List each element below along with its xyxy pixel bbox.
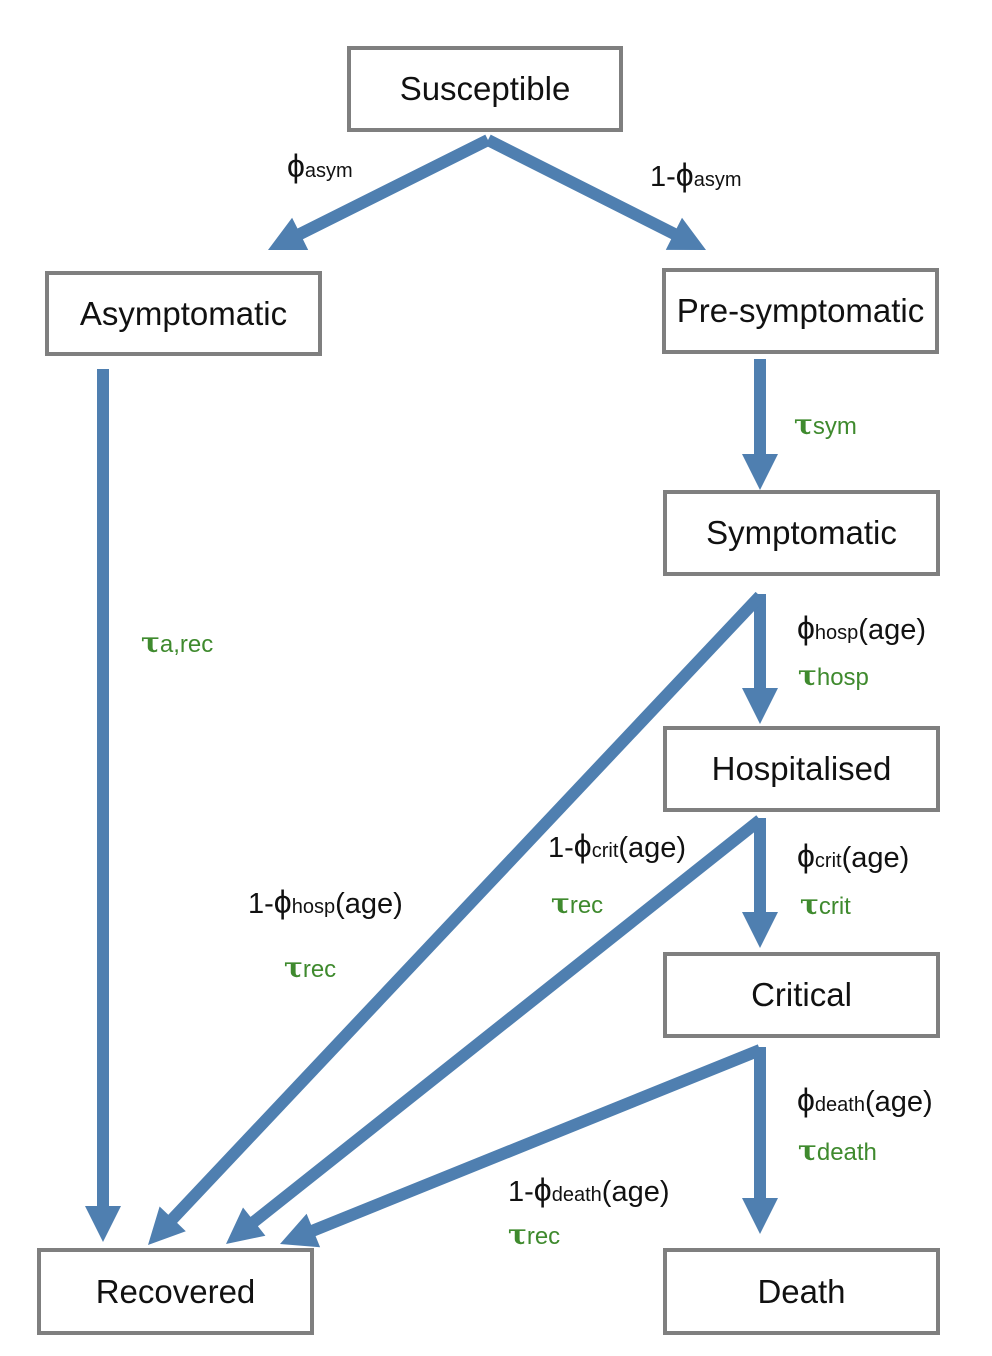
label-presym-to-sym-rate: τsym bbox=[794, 408, 857, 441]
label-sym-to-hosp-rate: τhosp bbox=[798, 659, 869, 692]
label-crit-to-death-prob: ϕdeath(age) bbox=[797, 1082, 933, 1118]
tau-symbol: τ bbox=[551, 887, 570, 920]
label-hosp-to-crit-rate: τcrit bbox=[800, 888, 851, 921]
phi-symbol: ϕ bbox=[675, 157, 694, 193]
phi-symbol: ϕ bbox=[287, 148, 305, 184]
node-death: Death bbox=[663, 1248, 940, 1335]
node-asymptomatic: Asymptomatic bbox=[45, 271, 322, 356]
node-presymptomatic: Pre-symptomatic bbox=[662, 268, 939, 354]
arrow-s-to-asym bbox=[268, 134, 491, 250]
arrow-presym-to-sym bbox=[742, 359, 778, 490]
arrow-asym-to-rec bbox=[85, 369, 121, 1242]
label-hosp-to-crit-prob: ϕcrit(age) bbox=[797, 838, 910, 874]
label-sym-to-rec-prob: 1-ϕhosp(age) bbox=[248, 884, 403, 920]
label-asym-to-rec-rate: τa,rec bbox=[141, 626, 214, 659]
arrow-sym-to-hosp bbox=[742, 594, 778, 724]
tau-symbol: τ bbox=[798, 659, 817, 692]
node-symptomatic: Symptomatic bbox=[663, 490, 940, 576]
node-susceptible: Susceptible bbox=[347, 46, 623, 132]
phi-symbol: ϕ bbox=[797, 838, 815, 874]
phi-symbol: ϕ bbox=[573, 828, 592, 864]
tau-symbol: τ bbox=[794, 408, 813, 441]
label-s-to-asym-prob: ϕasym bbox=[287, 148, 353, 184]
tau-symbol: τ bbox=[141, 626, 160, 659]
phi-symbol: ϕ bbox=[797, 610, 815, 646]
arrow-crit-to-death bbox=[742, 1047, 778, 1234]
label-hosp-to-rec-rate: τrec bbox=[551, 887, 604, 920]
tau-symbol: τ bbox=[800, 888, 819, 921]
node-critical: Critical bbox=[663, 952, 940, 1038]
arrow-sym-to-rec bbox=[148, 591, 765, 1245]
node-hospitalised: Hospitalised bbox=[663, 726, 940, 812]
tau-symbol: τ bbox=[284, 951, 303, 984]
phi-symbol: ϕ bbox=[273, 884, 292, 920]
arrow-s-to-presym bbox=[485, 134, 706, 250]
phi-symbol: ϕ bbox=[533, 1172, 552, 1208]
arrow-hosp-to-crit bbox=[742, 818, 778, 948]
arrow-hosp-to-rec bbox=[226, 815, 764, 1244]
tau-symbol: τ bbox=[798, 1134, 817, 1167]
label-sym-to-hosp-prob: ϕhosp(age) bbox=[797, 610, 926, 646]
tau-symbol: τ bbox=[508, 1218, 527, 1251]
arrow-crit-to-rec bbox=[280, 1044, 763, 1248]
label-crit-to-rec-rate: τrec bbox=[508, 1218, 561, 1251]
phi-symbol: ϕ bbox=[797, 1082, 815, 1118]
label-hosp-to-rec-prob: 1-ϕcrit(age) bbox=[548, 828, 687, 864]
label-sym-to-rec-rate: τrec bbox=[284, 951, 337, 984]
label-crit-to-death-rate: τdeath bbox=[798, 1134, 877, 1167]
label-s-to-presym-prob: 1-ϕasym bbox=[650, 157, 742, 193]
node-recovered: Recovered bbox=[37, 1248, 314, 1335]
label-crit-to-rec-prob: 1-ϕdeath(age) bbox=[508, 1172, 670, 1208]
